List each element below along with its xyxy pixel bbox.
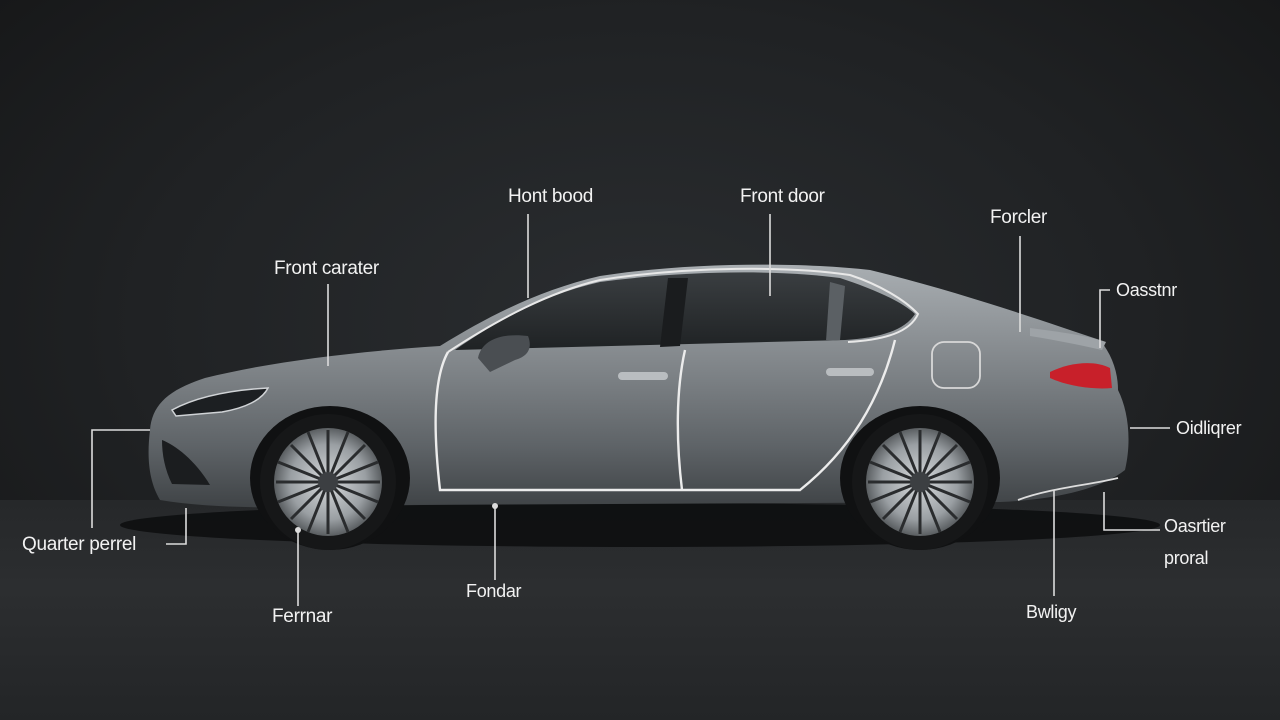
b-pillar [660, 278, 688, 347]
car-windows [455, 272, 915, 350]
front-door-handle [618, 372, 668, 380]
label-quarter-perrel: Quarter perrel [22, 534, 137, 555]
label-oasrtier-proral: Oasrtier proral [1164, 516, 1226, 568]
leader-quarter-perrel-2 [166, 508, 187, 545]
label-bwligy: Bwligy [1026, 602, 1077, 622]
headlight [170, 387, 270, 417]
front-wheel [260, 414, 396, 550]
label-oasstnr: Oasstnr [1116, 280, 1177, 300]
front-grille [162, 440, 210, 485]
leader-quarter-perrel [91, 429, 150, 528]
rear-wheel [852, 414, 988, 550]
rear-quarter-line [1017, 477, 1119, 501]
label-oidliqrer: Oidliqrer [1176, 418, 1242, 438]
window-trim [447, 267, 920, 353]
leader-dot-fondar [492, 503, 498, 509]
label-front-carater: Front carater [274, 258, 379, 279]
label-fondar: Fondar [466, 581, 522, 601]
door-seams [434, 339, 897, 492]
label-hont-bood: Hont bood [508, 186, 593, 207]
label-forcler: Forcler [990, 207, 1048, 228]
label-ferrnar: Ferrnar [272, 606, 333, 627]
spoiler [1030, 328, 1106, 350]
rear-door-handle [826, 368, 874, 376]
tail-light [1050, 363, 1112, 389]
leader-dot-ferrnar [295, 527, 301, 533]
c-pillar [826, 282, 845, 341]
side-mirror [478, 335, 530, 372]
label-front-door: Front door [740, 186, 825, 207]
leader-oasstnr [1099, 289, 1110, 348]
leader-oasrtier-proral [1103, 492, 1160, 531]
fuel-door [931, 341, 981, 389]
